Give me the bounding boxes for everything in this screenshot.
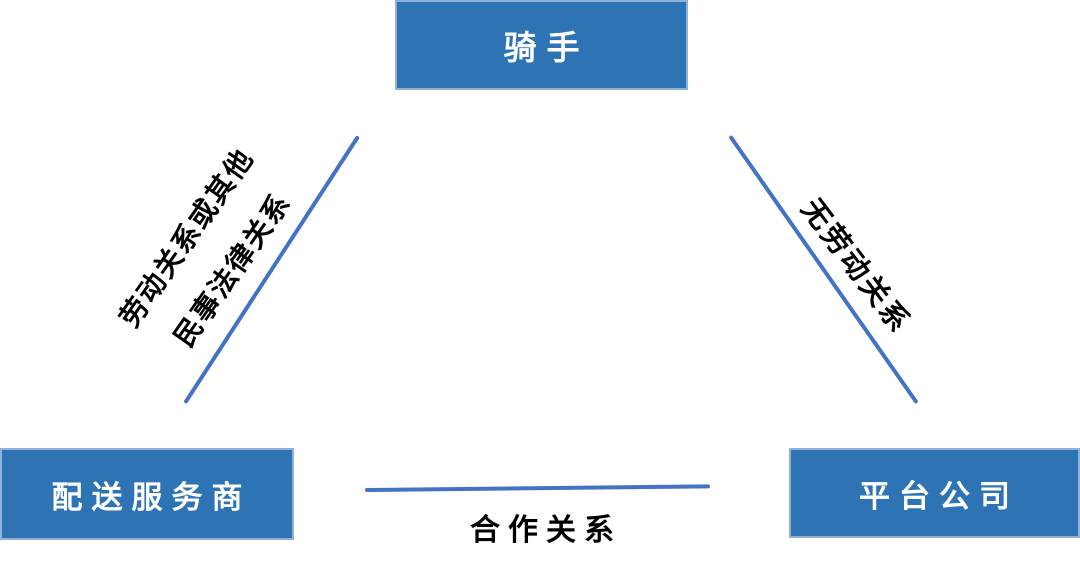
edge-label-provider-platform: 合作关系 bbox=[470, 513, 622, 548]
node-rider-label: 骑手 bbox=[503, 28, 590, 67]
edge-label-rider-provider: 劳动关系或其他 民事法律关系 bbox=[104, 136, 316, 372]
edge-line-provider-platform bbox=[364, 484, 711, 492]
edge-line-rider-platform bbox=[728, 134, 919, 405]
node-platform-company: 平台公司 bbox=[789, 448, 1080, 538]
node-platform-company-label: 平台公司 bbox=[859, 478, 1019, 515]
node-delivery-provider-label: 配送服务商 bbox=[51, 479, 252, 516]
node-delivery-provider: 配送服务商 bbox=[0, 448, 294, 540]
node-rider: 骑手 bbox=[395, 0, 688, 90]
